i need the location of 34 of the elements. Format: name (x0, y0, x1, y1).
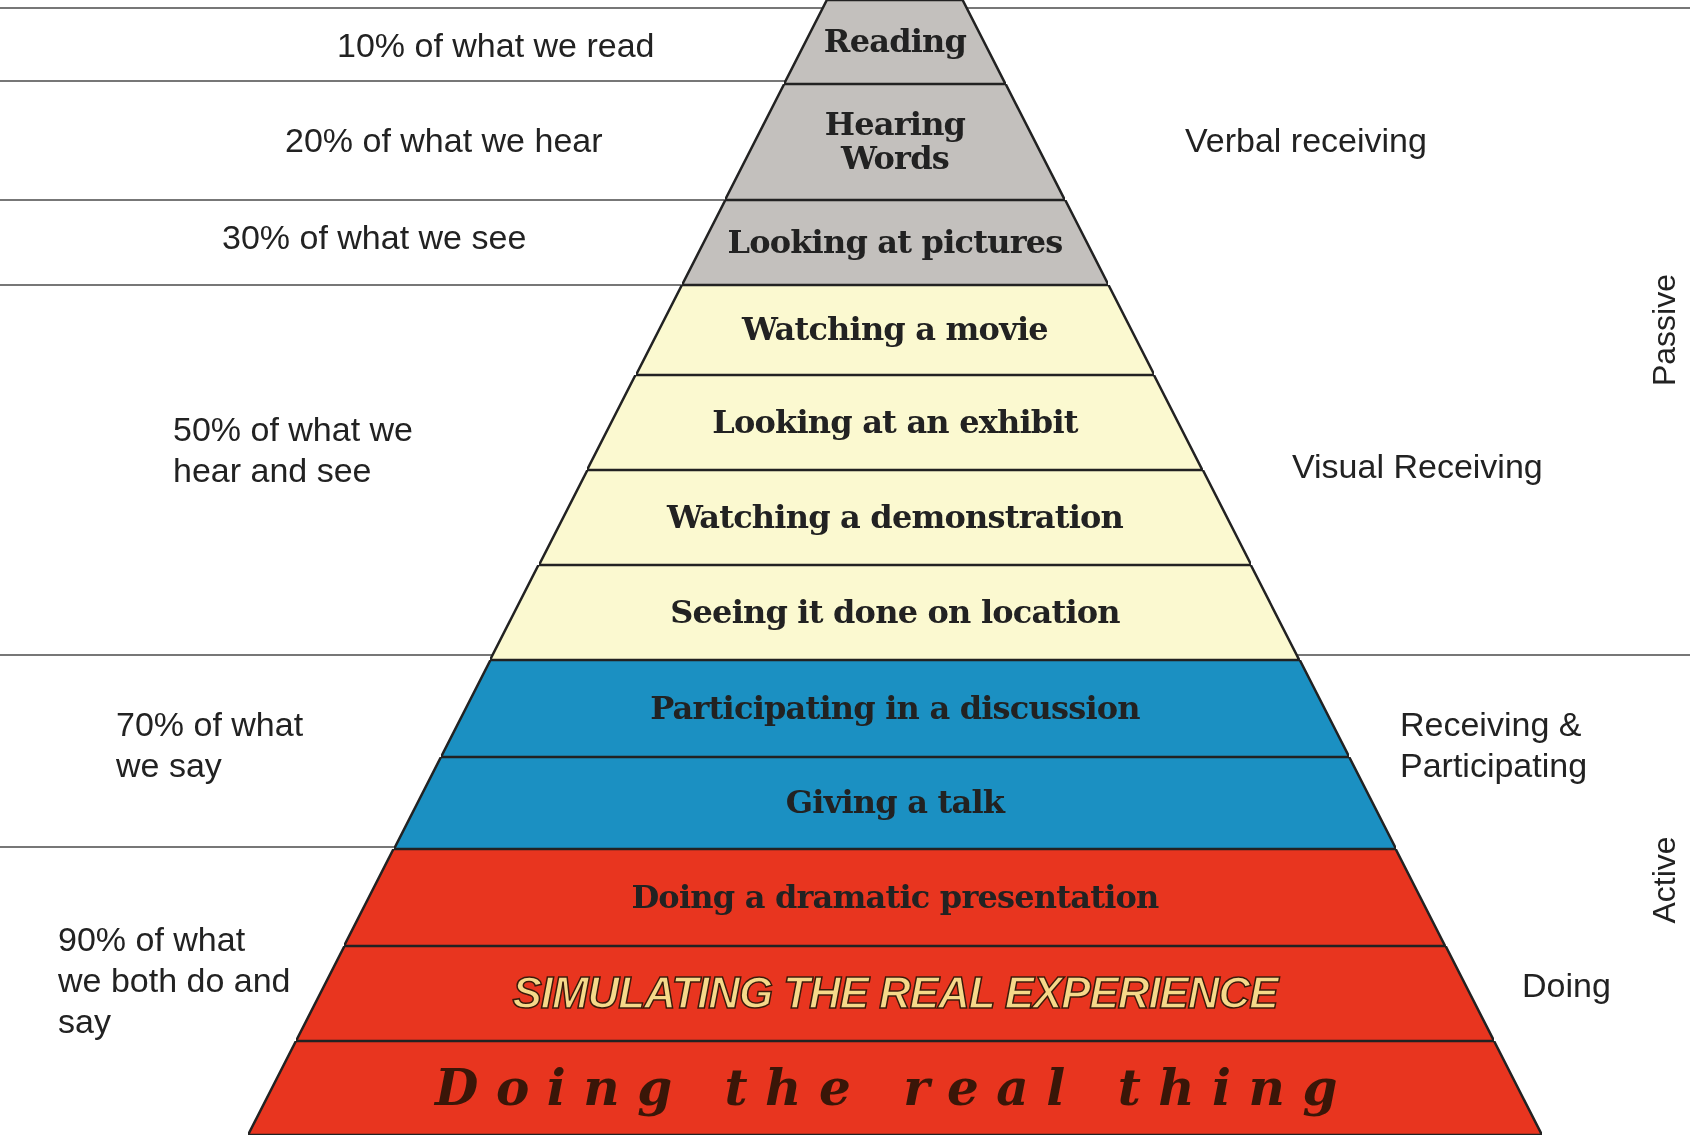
pyramid-tier (295, 946, 1494, 1041)
side-label: 50% of what we hear and see (173, 409, 415, 491)
tier-label: Seeing it done on location (670, 595, 1120, 630)
tier-label: Watching a demonstration (666, 500, 1124, 535)
pyramid-tier (635, 285, 1155, 375)
pyramid-tier (248, 1041, 1542, 1135)
tier-label: Doing a dramatic presentation (631, 880, 1159, 915)
tier-label: Looking at pictures (727, 225, 1063, 260)
side-label: Verbal receiving (1185, 119, 1428, 161)
pyramid-tier (440, 660, 1350, 757)
tier-label: Looking at an exhibit (712, 405, 1078, 440)
tier-label: Hearing Words (823, 108, 967, 176)
vertical-label: Passive (1648, 274, 1680, 386)
tier-label: Giving a talk (785, 786, 1005, 820)
pyramid-tier (538, 470, 1252, 565)
pyramid-tier (490, 565, 1300, 660)
tier-label: Participating in a discussion (650, 691, 1140, 726)
side-label: Visual Receiving (1292, 445, 1544, 487)
side-label: 20% of what we hear (285, 119, 604, 161)
side-label: 70% of what we say (116, 704, 305, 786)
side-label: 90% of what we both do and say (58, 918, 292, 1042)
pyramid-tier (393, 757, 1397, 849)
pyramid-tier (344, 849, 1446, 946)
side-label: Receiving & Participating (1400, 704, 1589, 786)
side-label: 10% of what we read (337, 24, 656, 66)
side-label: Doing (1522, 964, 1612, 1006)
tier-label: SIMULATING THE REAL EXPERIENCE (512, 970, 1278, 1017)
tier-label: Doing the real thing (435, 1061, 1355, 1115)
pyramid-tier (587, 375, 1203, 470)
vertical-label: Active (1648, 836, 1680, 924)
pyramid-tier (681, 200, 1109, 285)
tier-label: Reading (823, 25, 967, 59)
tier-label: Watching a movie (742, 313, 1048, 347)
side-label: 30% of what we see (222, 216, 528, 258)
